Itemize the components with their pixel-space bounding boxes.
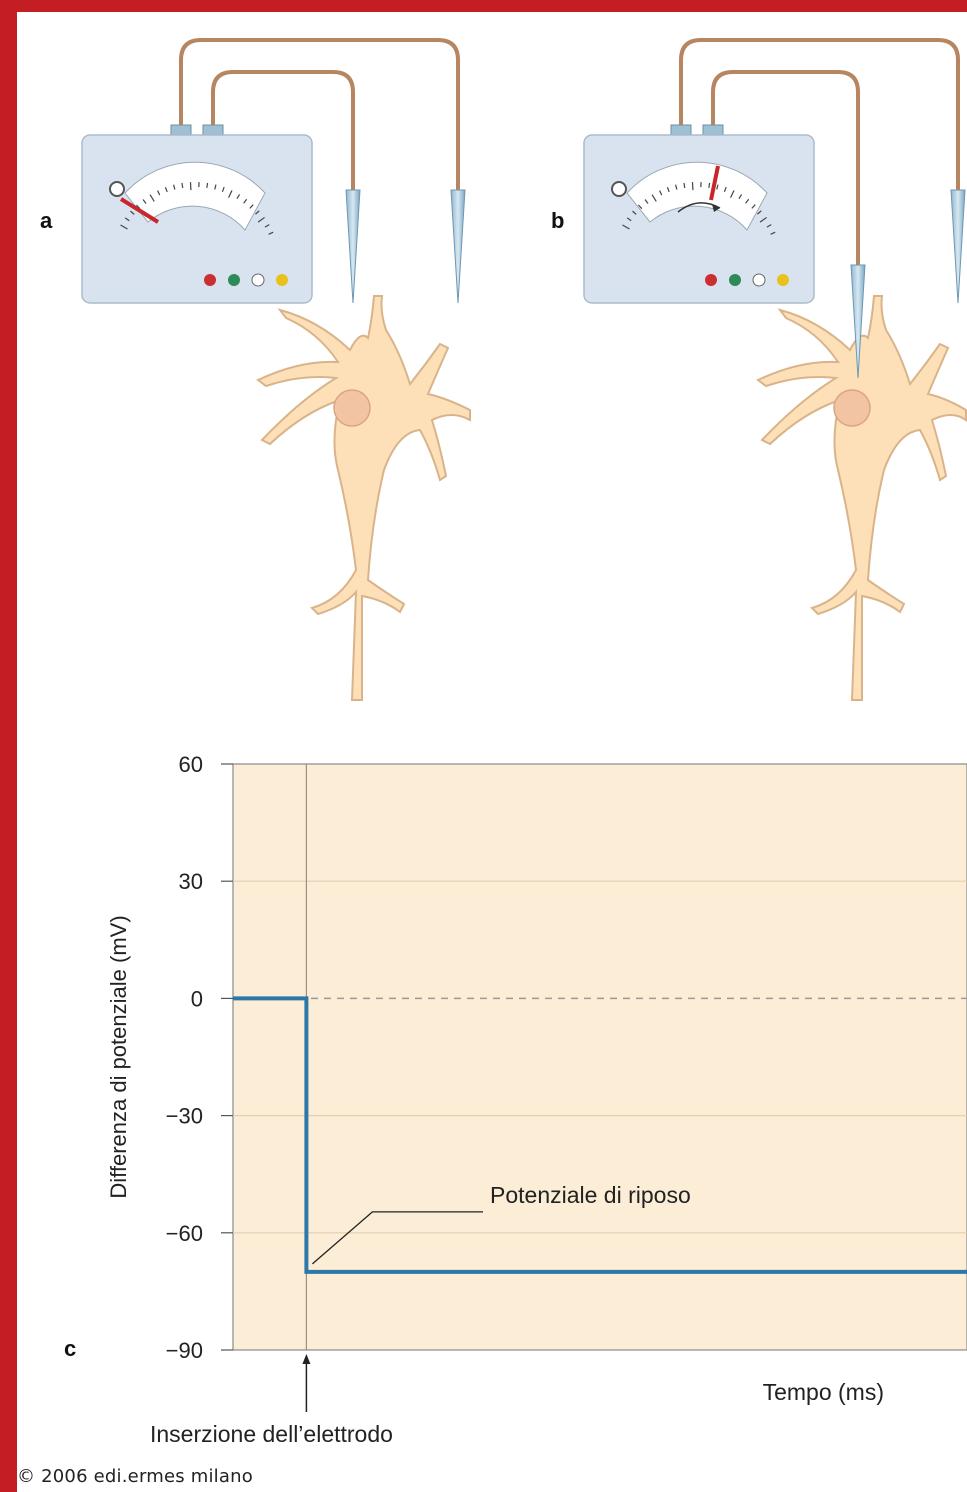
dial-tick <box>622 224 630 230</box>
voltmeter <box>81 134 313 304</box>
figure-canvas: a b <box>40 38 967 1447</box>
insertion-label: Inserzione dell’elettrodo <box>150 1421 393 1447</box>
dial-tick <box>268 231 274 235</box>
copyright-notice: © 2006 edi.ermes milano <box>17 1466 253 1487</box>
indicator-light <box>752 273 766 287</box>
wire-outer <box>679 38 960 190</box>
dial-tick <box>759 216 767 223</box>
y-tick-label: −30 <box>166 1104 203 1129</box>
dial-tick <box>124 217 130 222</box>
meter-dial <box>626 161 768 231</box>
panel-b: b <box>551 38 967 701</box>
membrane-potential-trace <box>233 996 967 1274</box>
electrode-recording-inserted <box>850 264 866 379</box>
dial-tick <box>730 190 735 198</box>
dial-tick <box>757 210 762 215</box>
gridlines <box>233 880 967 1234</box>
neuron-nucleus <box>833 389 871 427</box>
wire-outer <box>179 38 460 190</box>
electrode-reference <box>345 189 361 304</box>
dial-tick <box>243 198 248 204</box>
plot-area <box>232 763 967 1351</box>
dial-tick <box>249 204 254 209</box>
dial-tick <box>766 224 772 228</box>
indicator-light <box>276 274 288 286</box>
dial-pivot <box>611 181 627 197</box>
indicator-light <box>777 274 789 286</box>
y-tick-labels: 60 30 0 −30 −60 −90 <box>166 752 233 1363</box>
indicator-light <box>251 273 265 287</box>
dial-tick <box>723 186 727 192</box>
dial-tick <box>708 182 711 188</box>
panel-b-label: b <box>551 208 564 233</box>
dial-tick <box>120 224 128 230</box>
electrode-reference <box>950 189 966 304</box>
dial-tick <box>206 182 209 188</box>
dial-tick <box>675 184 678 190</box>
dial-tick <box>745 198 750 204</box>
y-tick-label: 60 <box>179 752 203 777</box>
neuron <box>756 295 967 701</box>
dial-tick <box>181 182 184 189</box>
meter-dial <box>124 161 266 231</box>
y-tick-label: 0 <box>191 986 203 1011</box>
dial-tick <box>164 187 168 193</box>
arrowhead-icon <box>302 1354 311 1364</box>
dial-tick <box>683 182 686 189</box>
dial-tick <box>632 210 637 215</box>
indicator-lights <box>705 273 789 287</box>
dial-tick <box>666 187 670 193</box>
dial-tick <box>228 190 233 198</box>
neuron <box>256 295 471 701</box>
y-tick-label: 30 <box>179 869 203 894</box>
meter-needle <box>709 165 720 201</box>
dial-tick <box>264 224 270 228</box>
x-axis-label: Tempo (ms) <box>763 1379 884 1405</box>
dial-tick <box>221 186 225 192</box>
arrowhead-icon <box>712 204 720 212</box>
dial-tick <box>257 216 265 223</box>
dial-tick <box>770 231 776 235</box>
dial-ticks <box>622 182 776 235</box>
dial-tick <box>644 199 649 204</box>
dial-tick <box>716 184 719 190</box>
dial-tick <box>638 204 643 210</box>
panel-c-chart: c 60 30 0 −30 −60 −90 Differenza di potenzial… <box>64 752 967 1447</box>
panel-a: a <box>40 38 471 701</box>
electrode-recording <box>450 189 466 304</box>
figure-page: a b <box>17 12 967 1492</box>
y-tick-label: −60 <box>166 1221 203 1246</box>
dial-tick <box>173 184 176 190</box>
dial-tick <box>255 210 260 215</box>
dial-tick <box>236 194 241 200</box>
indicator-light <box>705 274 717 286</box>
dial-tick <box>751 204 756 209</box>
dial-tick <box>659 190 663 196</box>
dial-tick <box>214 184 217 190</box>
indicator-light <box>729 274 741 286</box>
y-tick-label: −90 <box>166 1338 203 1363</box>
dial-tick <box>651 194 657 202</box>
dial-tick <box>738 194 743 200</box>
dial-pivot <box>109 181 125 197</box>
indicator-lights <box>204 273 288 287</box>
voltmeter <box>583 134 815 304</box>
resting-potential-leader <box>311 1211 483 1265</box>
wire-inner <box>711 70 860 265</box>
indicator-light <box>228 274 240 286</box>
meter-needle <box>119 197 160 224</box>
dial-tick <box>149 194 155 202</box>
neuron-nucleus <box>333 389 371 427</box>
dial-tick <box>626 217 632 222</box>
panel-a-label: a <box>40 208 53 233</box>
y-axis-label: Differenza di potenziale (mV) <box>106 915 131 1198</box>
dial-tick <box>130 210 135 215</box>
dial-tick <box>157 190 161 196</box>
dial-tick <box>142 199 147 204</box>
indicator-light <box>204 274 216 286</box>
panel-c-label: c <box>64 1336 76 1361</box>
resting-potential-label: Potenziale di riposo <box>490 1182 691 1208</box>
wire-inner <box>211 70 355 190</box>
